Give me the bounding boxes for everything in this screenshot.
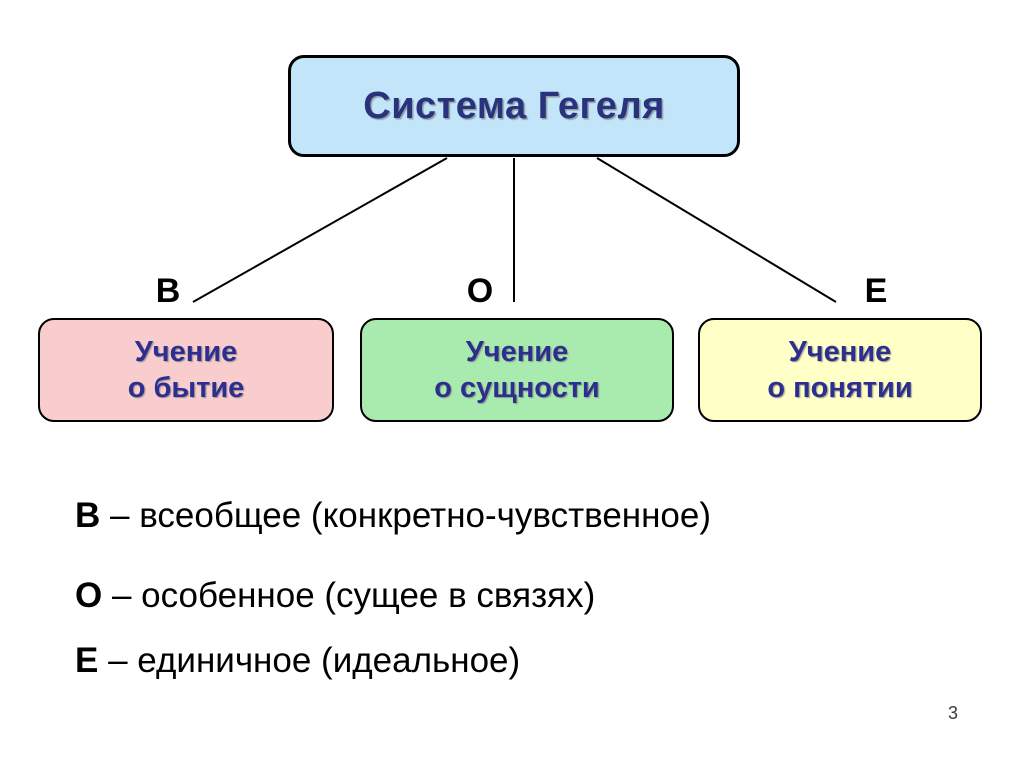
legend-item-universal: В – всеобщее (конкретно-чувственное) (75, 496, 711, 536)
connector-line-left (192, 157, 448, 303)
branch-letter-e: Е (864, 272, 888, 310)
legend-item-singular: Е – единичное (идеальное) (75, 641, 520, 681)
legend-text-o: – особенное (сущее в связях) (102, 576, 596, 615)
branch-letter-o: О (466, 272, 494, 310)
connector-line-right (596, 157, 837, 303)
legend-item-particular: О – особенное (сущее в связях) (75, 576, 595, 616)
box-essence-line1: Учение (465, 335, 569, 368)
legend-text-v: – всеобщее (конкретно-чувственное) (100, 496, 712, 535)
box-being-line1: Учение (134, 335, 238, 368)
page-number: 3 (948, 703, 959, 723)
box-being-line2: о бытие (127, 372, 245, 404)
legend-text-e: – единичное (идеальное) (98, 641, 521, 680)
box-doctrine-of-being: Учение о бытие (38, 318, 334, 422)
box-essence-line2: о сущности (434, 372, 600, 404)
branch-letter-v: В (155, 272, 181, 310)
diagram-title: Система Гегеля (363, 84, 665, 127)
title-box: Система Гегеля (288, 55, 740, 157)
box-doctrine-of-essence: Учение о сущности (360, 318, 674, 422)
legend-letter-v: В (75, 496, 101, 535)
legend-letter-o: О (75, 576, 103, 615)
box-doctrine-of-concept: Учение о понятии (698, 318, 982, 422)
box-concept-line2: о понятии (767, 372, 913, 404)
box-concept-line1: Учение (788, 335, 892, 368)
legend-letter-e: Е (75, 641, 99, 680)
